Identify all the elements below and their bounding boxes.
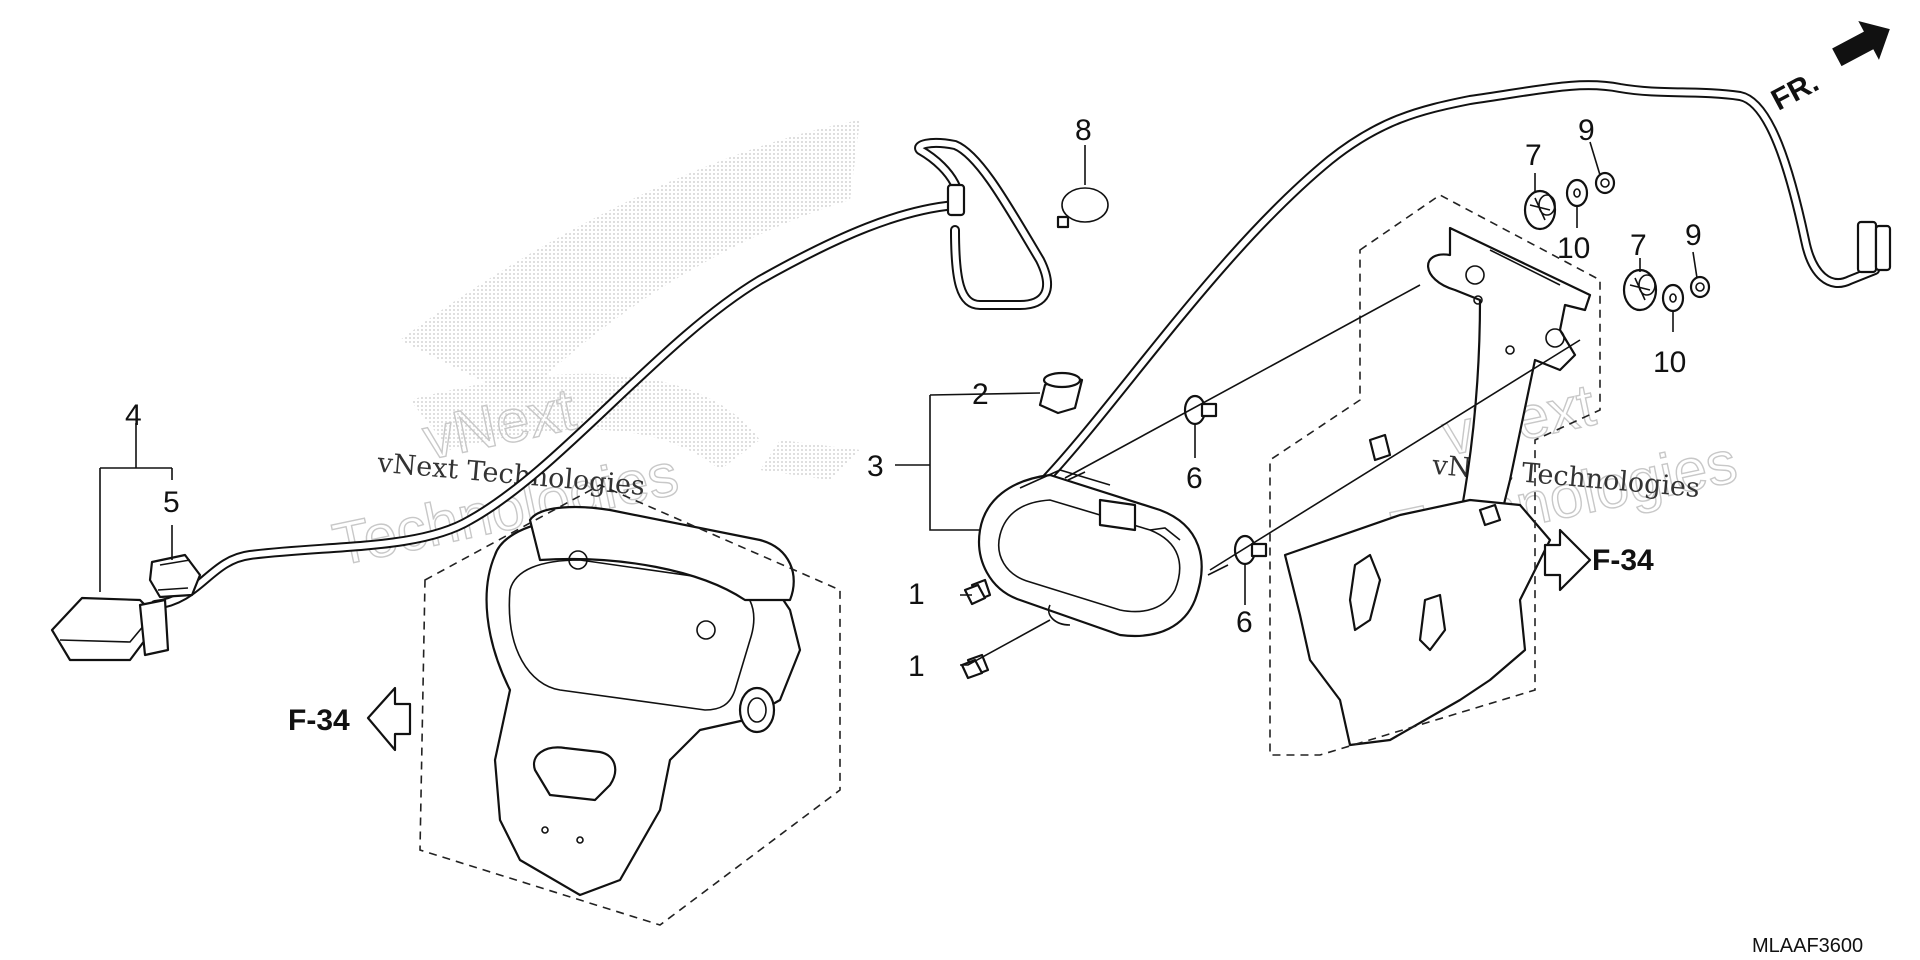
callout-6a: 6 bbox=[1186, 462, 1203, 495]
grommet-6a bbox=[1183, 394, 1218, 426]
callout-3: 3 bbox=[867, 450, 884, 483]
washer-10b bbox=[1661, 283, 1685, 313]
wire-harness-left bbox=[150, 137, 1053, 610]
callout-10a: 10 bbox=[1557, 232, 1590, 265]
arrow-left-icon bbox=[366, 686, 412, 752]
nut-9b bbox=[1689, 275, 1711, 299]
arrow-right-icon bbox=[1543, 528, 1592, 592]
connector-4 bbox=[50, 596, 170, 662]
damper-7b bbox=[1622, 268, 1658, 312]
front-direction-label: FR. bbox=[1766, 65, 1824, 117]
callout-6b: 6 bbox=[1236, 606, 1253, 639]
reference-right-label: F-34 bbox=[1592, 544, 1654, 577]
washer-10a bbox=[1565, 178, 1589, 208]
callout-2: 2 bbox=[972, 378, 989, 411]
front-arrow-icon bbox=[1832, 20, 1890, 67]
damper-7a bbox=[1523, 189, 1557, 231]
nut-1a bbox=[963, 578, 992, 606]
callout-5: 5 bbox=[163, 486, 180, 519]
ring-8 bbox=[1056, 187, 1109, 229]
tail-lamp-3 bbox=[977, 469, 1203, 638]
callout-10b: 10 bbox=[1653, 346, 1686, 379]
reference-left[interactable]: F-34 bbox=[288, 686, 412, 752]
grommet-6b bbox=[1233, 534, 1268, 566]
diagram-code: MLAAF3600 bbox=[1752, 935, 1863, 957]
bolt-left bbox=[1067, 471, 1086, 481]
leader-lines bbox=[99, 141, 1698, 666]
nut-1b bbox=[960, 653, 990, 680]
callout-9b: 9 bbox=[1685, 219, 1702, 252]
seal-5 bbox=[148, 553, 202, 599]
dashed-outline-left bbox=[419, 484, 841, 926]
callout-4: 4 bbox=[125, 399, 142, 432]
callout-9a: 9 bbox=[1578, 114, 1595, 147]
collar-2 bbox=[1038, 371, 1084, 415]
dashed-outline-right bbox=[1269, 194, 1601, 756]
callout-1a: 1 bbox=[908, 578, 925, 611]
callout-1b: 1 bbox=[908, 650, 925, 683]
reference-right[interactable]: F-34 bbox=[1543, 528, 1654, 592]
rear-fender-cover bbox=[485, 505, 802, 897]
bolt-right bbox=[1207, 564, 1229, 576]
callout-8: 8 bbox=[1075, 114, 1092, 147]
nut-9a bbox=[1594, 171, 1616, 195]
callout-7b: 7 bbox=[1630, 229, 1647, 262]
wire-harness-right bbox=[1040, 80, 1892, 485]
reference-left-label: F-34 bbox=[288, 704, 350, 737]
license-plate-holder bbox=[1283, 433, 1552, 747]
front-direction: FR. bbox=[1766, 20, 1890, 117]
callout-7a: 7 bbox=[1525, 139, 1542, 172]
